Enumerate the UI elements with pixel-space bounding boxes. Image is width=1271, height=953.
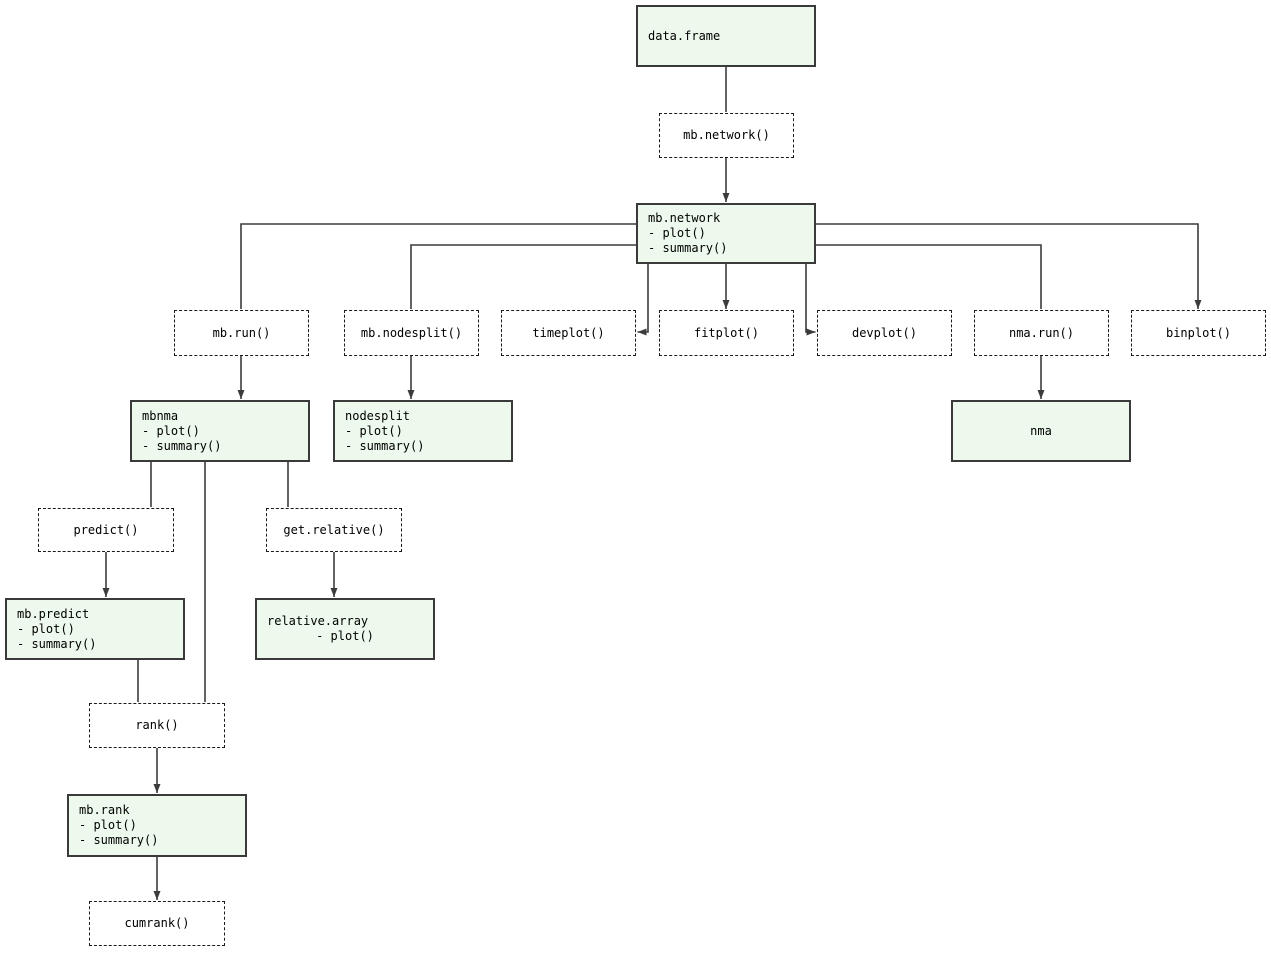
node-mb-run: mb.run() bbox=[174, 310, 309, 356]
node-data-frame: data.frame bbox=[636, 5, 816, 67]
edge-mb-network-to-timeplot bbox=[637, 264, 649, 336]
node-mb-network-label: - summary() bbox=[648, 241, 728, 255]
node-rank: rank() bbox=[89, 703, 225, 748]
node-devplot-label: devplot() bbox=[851, 325, 918, 340]
node-mb-rank-label: - summary() bbox=[79, 833, 159, 847]
node-mb-network-fn: mb.network() bbox=[659, 113, 794, 158]
edge-mb-network-to-devplot bbox=[805, 264, 816, 336]
node-mb-network-label: mb.network bbox=[648, 211, 721, 225]
node-nma-label: nma bbox=[1030, 423, 1052, 438]
node-mbnma-label: mbnma bbox=[142, 408, 179, 423]
edge-mb-network-to-binplot bbox=[816, 223, 1202, 309]
edge-mb-network-to-mb-run bbox=[240, 223, 636, 309]
node-mb-rank: mb.rank- plot()- summary() bbox=[67, 794, 247, 857]
node-mb-network: mb.network- plot()- summary() bbox=[636, 203, 816, 264]
node-get-relative: get.relative() bbox=[266, 508, 402, 552]
node-relative-array-label: - plot() bbox=[316, 629, 374, 643]
node-nma-run-label: nma.run() bbox=[1008, 325, 1075, 340]
node-nodesplit: nodesplit- plot()- summary() bbox=[333, 400, 513, 462]
node-nodesplit-label: - plot() bbox=[345, 423, 403, 438]
node-cumrank: cumrank() bbox=[89, 901, 225, 946]
node-nodesplit-label: - summary() bbox=[345, 438, 425, 453]
node-predict-label: predict() bbox=[73, 522, 139, 537]
node-mbnma-label: - plot() bbox=[142, 423, 200, 438]
node-relative-array: relative.array- plot() bbox=[255, 598, 435, 660]
node-mb-run-label: mb.run() bbox=[212, 325, 271, 340]
edge-mb-network-to-nma-run bbox=[816, 244, 1042, 309]
node-timeplot: timeplot() bbox=[501, 310, 636, 356]
node-rank-label: rank() bbox=[135, 718, 179, 732]
node-fitplot-label: fitplot() bbox=[693, 325, 760, 340]
node-mbnma: mbnma- plot()- summary() bbox=[130, 400, 310, 462]
node-data-frame-label: data.frame bbox=[648, 28, 721, 43]
edge-mb-network-to-mb-nodesplit bbox=[410, 244, 636, 309]
node-mbnma-label: - summary() bbox=[142, 438, 222, 453]
node-mb-network-fn-label: mb.network() bbox=[683, 128, 770, 142]
node-binplot: binplot() bbox=[1131, 310, 1266, 356]
node-nma: nma bbox=[951, 400, 1131, 462]
node-nodesplit-label: nodesplit bbox=[345, 408, 411, 423]
node-nma-run: nma.run() bbox=[974, 310, 1109, 356]
node-mb-nodesplit: mb.nodesplit() bbox=[344, 310, 479, 356]
node-mb-network-label: - plot() bbox=[648, 226, 706, 240]
node-devplot: devplot() bbox=[817, 310, 952, 356]
node-binplot-label: binplot() bbox=[1165, 325, 1232, 340]
node-cumrank-label: cumrank() bbox=[124, 916, 190, 930]
node-mb-rank-label: - plot() bbox=[79, 818, 137, 832]
node-relative-array-label: relative.array bbox=[267, 614, 369, 628]
node-mb-predict: mb.predict- plot()- summary() bbox=[5, 598, 185, 660]
node-get-relative-label: get.relative() bbox=[283, 522, 385, 537]
node-predict: predict() bbox=[38, 508, 174, 552]
node-fitplot: fitplot() bbox=[659, 310, 794, 356]
node-mb-predict-label: - plot() bbox=[17, 621, 75, 636]
node-mb-predict-label: - summary() bbox=[17, 636, 97, 651]
node-mb-predict-label: mb.predict bbox=[17, 606, 90, 621]
node-mb-nodesplit-label: mb.nodesplit() bbox=[360, 325, 463, 340]
node-mb-rank-label: mb.rank bbox=[79, 803, 130, 817]
node-timeplot-label: timeplot() bbox=[532, 325, 605, 340]
